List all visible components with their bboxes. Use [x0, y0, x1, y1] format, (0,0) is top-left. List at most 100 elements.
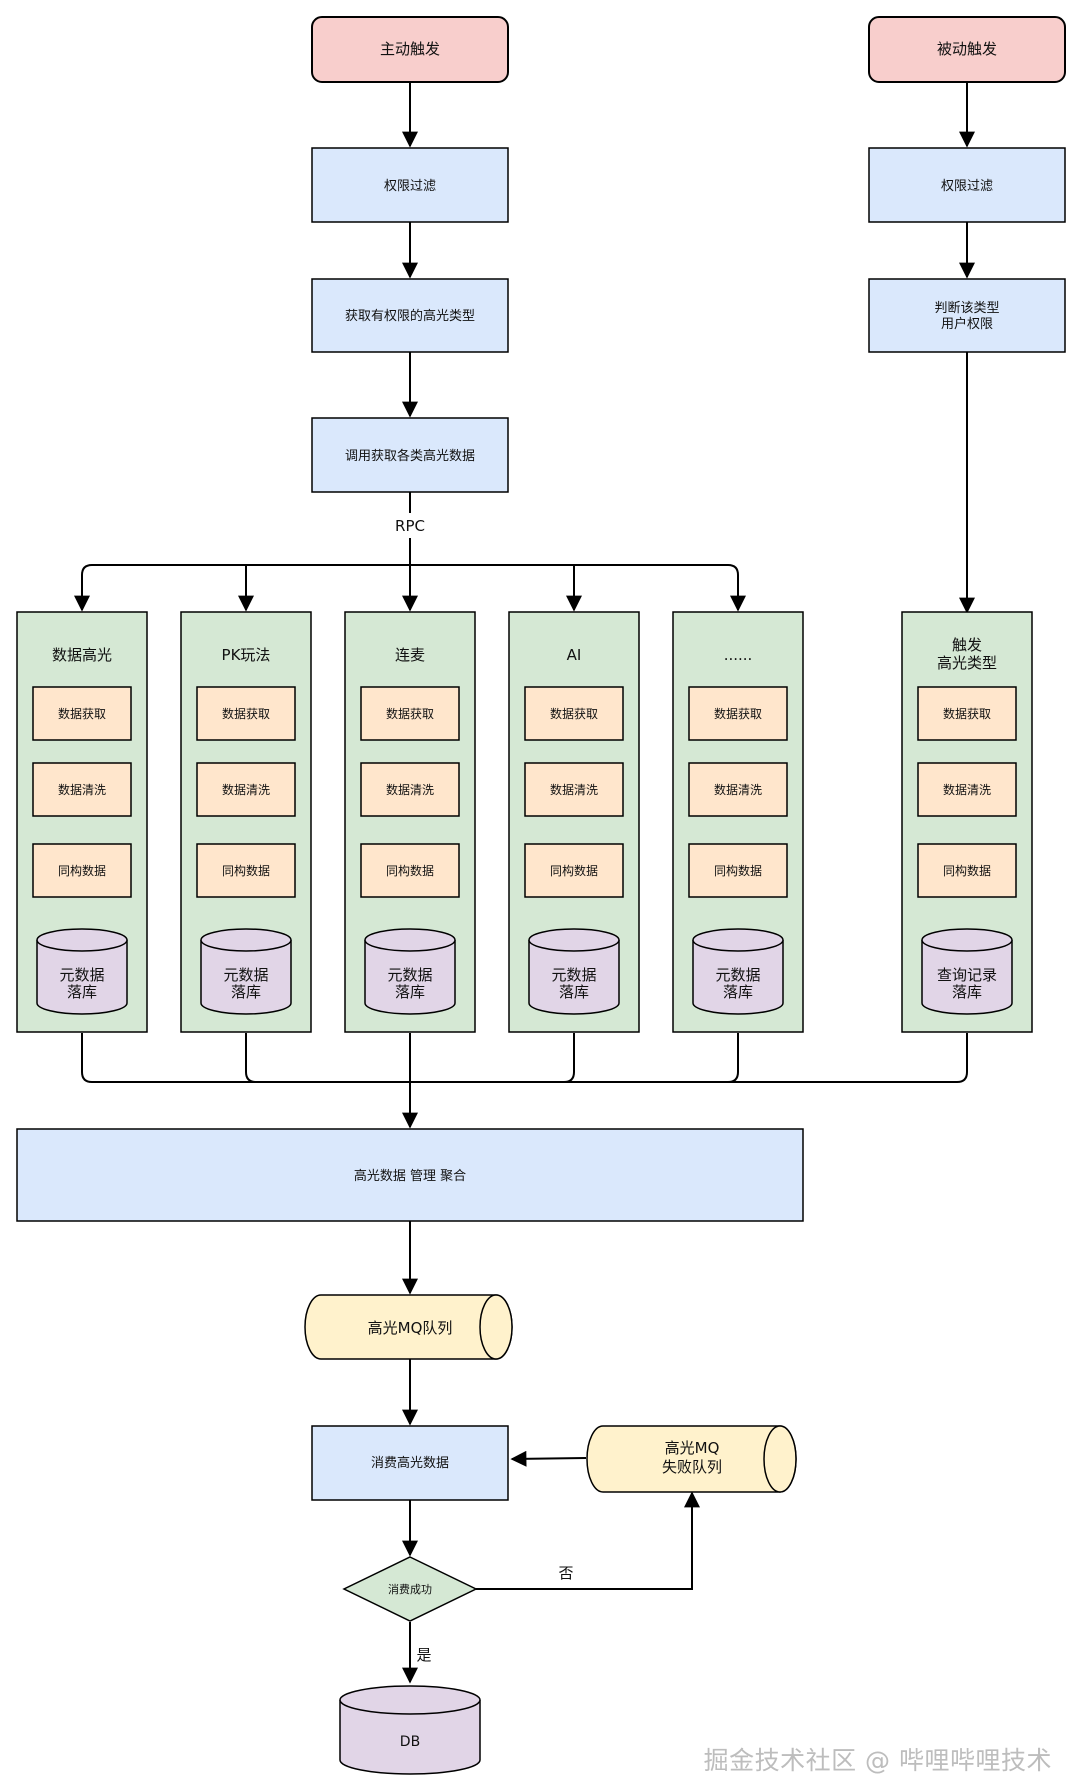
- step-box: [360, 686, 460, 741]
- rpc-label: RPC: [395, 517, 425, 535]
- decision-diamond: [342, 1556, 478, 1622]
- column-title: 数据高光: [52, 646, 112, 664]
- column-title: 连麦: [395, 646, 425, 664]
- storage-label: 元数据: [715, 966, 760, 984]
- step-box: [32, 762, 132, 817]
- step-label: 数据清洗: [386, 782, 434, 797]
- get-types-label: 获取有权限的高光类型: [345, 308, 475, 324]
- step-label: 数据清洗: [550, 782, 598, 797]
- storage-cylinder: [200, 940, 292, 1015]
- storage-label: 落库: [395, 983, 425, 1001]
- edge-decision-no: [476, 1491, 700, 1590]
- step-label: 数据清洗: [943, 782, 991, 797]
- mq-queue: 高光MQ队列: [304, 1294, 513, 1360]
- column-title: 高光类型: [937, 654, 997, 672]
- connectors: [74, 82, 975, 1684]
- active-trigger-label: 主动触发: [380, 40, 440, 58]
- step-label: 数据获取: [386, 706, 434, 721]
- step-box: [196, 762, 296, 817]
- step-label: 同构数据: [550, 863, 598, 878]
- step-label: 同构数据: [714, 863, 762, 878]
- columns-layer: 数据高光数据获取数据清洗同构数据元数据落库PK玩法数据获取数据清洗同构数据元数据…: [16, 611, 1033, 1033]
- db-label: DB: [400, 1734, 420, 1750]
- db-cylinder: DB: [339, 1685, 481, 1775]
- step-box: [32, 843, 132, 898]
- column-title: ......: [724, 646, 753, 664]
- call-fetch-label: 调用获取各类高光数据: [345, 448, 475, 464]
- aggregate-label: 高光数据 管理 聚合: [354, 1168, 466, 1184]
- storage-cylinder: [692, 940, 784, 1015]
- aggregate-box: [16, 1128, 804, 1222]
- storage-cylinder: [921, 940, 1013, 1015]
- step-label: 数据获取: [58, 706, 106, 721]
- step-box: [917, 843, 1017, 898]
- consume-box: [311, 1425, 509, 1501]
- step-label: 数据获取: [222, 706, 270, 721]
- decision-label: 消费成功: [388, 1582, 432, 1596]
- judge-perm-line-2: 用户权限: [941, 316, 993, 332]
- edge-columns-merge: [81, 1033, 968, 1083]
- judge-perm-line-1: 判断该类型: [934, 301, 999, 316]
- storage-label: 元数据: [387, 966, 432, 984]
- fail-queue: 高光MQ 失败队列: [586, 1425, 797, 1493]
- storage-label: 元数据: [551, 966, 596, 984]
- active-trigger-box: [311, 16, 509, 83]
- watermark: 掘金技术社区 @ 哔哩哔哩技术: [703, 1746, 1052, 1775]
- step-label: 数据获取: [943, 706, 991, 721]
- storage-label: 元数据: [223, 966, 268, 984]
- storage-label: 落库: [559, 983, 589, 1001]
- fail-queue-line-1: 高光MQ: [665, 1439, 720, 1457]
- step-label: 数据清洗: [714, 782, 762, 797]
- yes-label: 是: [416, 1646, 431, 1664]
- get-types-box: [311, 278, 509, 353]
- fail-queue-line-2: 失败队列: [662, 1458, 722, 1476]
- call-fetch-box: [311, 417, 509, 493]
- step-box: [196, 686, 296, 741]
- step-label: 数据清洗: [58, 782, 106, 797]
- storage-label: 落库: [723, 983, 753, 1001]
- column-title: PK玩法: [222, 646, 271, 664]
- storage-cylinder: [364, 940, 456, 1015]
- step-label: 数据获取: [550, 706, 598, 721]
- mq-queue-label: 高光MQ队列: [368, 1319, 453, 1337]
- step-label: 同构数据: [386, 863, 434, 878]
- column-title: 触发: [952, 636, 982, 654]
- step-label: 数据获取: [714, 706, 762, 721]
- column-title: AI: [567, 646, 582, 664]
- storage-label: 落库: [952, 983, 982, 1001]
- storage-label: 元数据: [59, 966, 104, 984]
- step-box: [688, 686, 788, 741]
- storage-label: 落库: [231, 983, 261, 1001]
- step-box: [32, 686, 132, 741]
- passive-trigger-box: [868, 16, 1066, 83]
- perm-filter-right-box: [868, 147, 1066, 223]
- storage-cylinder: [36, 940, 128, 1015]
- step-label: 同构数据: [222, 863, 270, 878]
- step-box: [360, 843, 460, 898]
- step-label: 同构数据: [943, 863, 991, 878]
- step-box: [524, 686, 624, 741]
- storage-label: 落库: [67, 983, 97, 1001]
- step-label: 数据清洗: [222, 782, 270, 797]
- step-label: 同构数据: [58, 863, 106, 878]
- step-box: [917, 686, 1017, 741]
- storage-label: 查询记录: [937, 966, 997, 984]
- step-box: [917, 762, 1017, 817]
- step-box: [524, 843, 624, 898]
- passive-trigger-label: 被动触发: [937, 40, 997, 58]
- consume-label: 消费高光数据: [371, 1455, 449, 1471]
- judge-perm-box: [868, 278, 1066, 353]
- step-box: [688, 762, 788, 817]
- step-box: [196, 843, 296, 898]
- storage-cylinder: [528, 940, 620, 1015]
- perm-filter-left-box: [311, 147, 509, 223]
- step-box: [360, 762, 460, 817]
- perm-filter-right-label: 权限过滤: [941, 178, 993, 194]
